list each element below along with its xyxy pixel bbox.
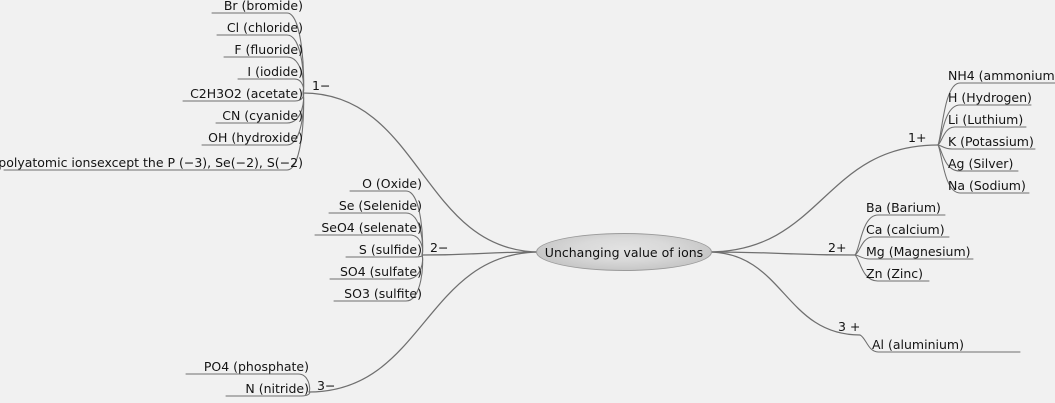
mindmap-leaf-minus2[interactable]: SO4 (sulfate)	[339, 264, 422, 279]
mindmap-leaf-minus1[interactable]: All polyatomic ionsexcept the P (−3), Se…	[0, 155, 303, 170]
mindmap-leaf-plus2[interactable]: Mg (Magnesium)	[866, 244, 971, 259]
mindmap-leaf-minus1[interactable]: F (fluoride)	[234, 42, 303, 57]
mindmap-leaf-plus2[interactable]: Ba (Barium)	[866, 200, 941, 215]
mindmap-leaf-minus1[interactable]: CN (cyanide)	[222, 108, 303, 123]
branch-label-plus1[interactable]: 1+	[908, 130, 927, 145]
central-topic-node[interactable]: Unchanging value of ions	[536, 233, 712, 271]
mindmap-leaf-minus2[interactable]: S (sulfide)	[358, 242, 422, 257]
mindmap-leaf-minus3[interactable]: PO4 (phosphate)	[203, 359, 309, 374]
mindmap-leaf-plus1[interactable]: K (Potassium)	[948, 134, 1034, 149]
mindmap-leaf-minus2[interactable]: Se (Selenide)	[338, 198, 422, 213]
mindmap-leaf-minus1[interactable]: OH (hydroxide)	[208, 130, 303, 145]
mindmap-leaf-minus1[interactable]: Br (bromide)	[223, 0, 303, 13]
mindmap-leaf-plus3[interactable]: Al (aluminium)	[872, 337, 964, 352]
mindmap-leaf-plus2[interactable]: Ca (calcium)	[866, 222, 945, 237]
mindmap-leaf-plus1[interactable]: NH4 (ammonium)	[948, 68, 1055, 83]
branch-label-minus1[interactable]: 1−	[312, 78, 331, 93]
mindmap-leaf-plus1[interactable]: Li (Luthium)	[948, 112, 1024, 127]
mindmap-leaf-plus1[interactable]: Na (Sodium)	[948, 178, 1026, 193]
branch-label-minus2[interactable]: 2−	[430, 240, 449, 255]
mindmap-leaf-minus2[interactable]: SeO4 (selenate)	[321, 220, 422, 235]
branch-label-plus2[interactable]: 2+	[828, 240, 847, 255]
mindmap-leaf-minus1[interactable]: C2H3O2 (acetate)	[190, 86, 303, 101]
central-topic-label: Unchanging value of ions	[544, 244, 704, 260]
mindmap-leaf-minus2[interactable]: SO3 (sulfite)	[344, 286, 422, 301]
mindmap-leaf-minus2[interactable]: O (Oxide)	[362, 176, 422, 191]
mindmap-leaf-minus1[interactable]: Cl (chloride)	[226, 20, 303, 35]
mindmap-leaf-minus3[interactable]: N (nitride)	[245, 381, 309, 396]
branch-label-plus3[interactable]: 3 +	[838, 319, 861, 334]
branch-label-minus3[interactable]: 3−	[317, 378, 336, 393]
mindmap-leaf-plus1[interactable]: H (Hydrogen)	[948, 90, 1032, 105]
mindmap-leaf-minus1[interactable]: I (iodide)	[247, 64, 303, 79]
mindmap-leaf-plus2[interactable]: Zn (Zinc)	[866, 266, 924, 281]
mindmap-leaf-plus1[interactable]: Ag (Silver)	[948, 156, 1014, 171]
